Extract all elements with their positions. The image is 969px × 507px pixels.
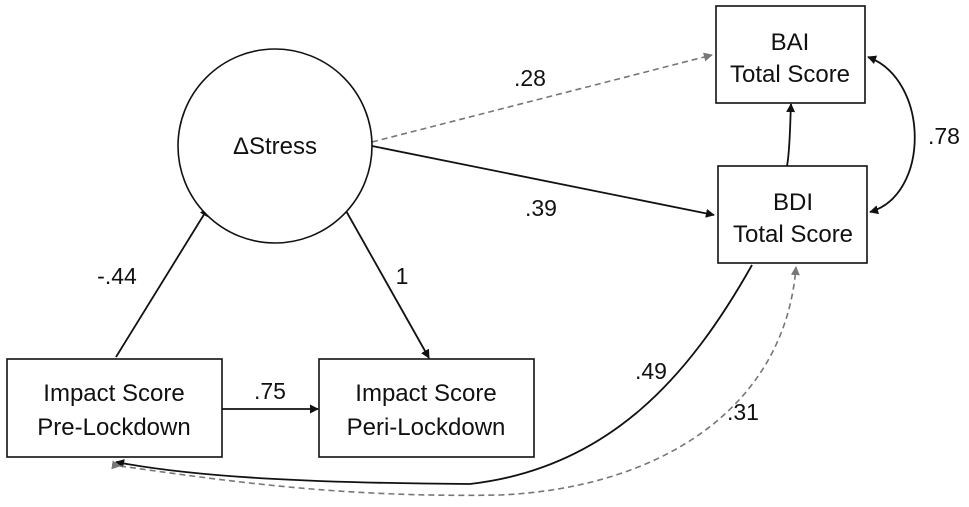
node-impact-pre: Impact Score Pre-Lockdown xyxy=(6,358,223,458)
edge-stress-to-bai xyxy=(371,52,713,143)
label-bai-bdi-covariance: .78 xyxy=(928,123,960,149)
node-stress-label: ΔStress xyxy=(233,133,317,160)
label-pre-to-peri: .75 xyxy=(254,378,286,404)
label-stress-to-bdi: .39 xyxy=(525,195,557,221)
node-bai-line2: Total Score xyxy=(730,61,850,88)
node-bdi-line1: BDI xyxy=(773,189,813,216)
node-bdi: BDI Total Score xyxy=(717,165,868,264)
node-impact-peri-line2: Peri-Lockdown xyxy=(347,414,506,441)
node-impact-pre-line2: Pre-Lockdown xyxy=(37,414,190,441)
node-impact-peri: Impact Score Peri-Lockdown xyxy=(318,358,535,458)
edge-stress-to-bdi xyxy=(371,145,715,218)
label-pre-to-stress: -.44 xyxy=(97,263,137,289)
node-bdi-line2: Total Score xyxy=(733,221,853,248)
label-stress-to-peri: 1 xyxy=(396,263,409,289)
node-impact-pre-line1: Impact Score xyxy=(43,380,184,407)
node-bai: BAI Total Score xyxy=(715,5,866,104)
node-impact-peri-line1: Impact Score xyxy=(355,380,496,407)
node-stress: ΔStress xyxy=(177,48,373,244)
edge-bdi-to-bai xyxy=(786,103,796,167)
node-bai-line1: BAI xyxy=(771,29,810,56)
edge-bai-bdi-covariance xyxy=(867,55,916,215)
label-stress-to-bai: .28 xyxy=(514,65,546,91)
label-bdi-to-pre: .49 xyxy=(635,358,667,384)
edge-pre-to-bdi xyxy=(111,266,800,497)
edge-stress-to-peri xyxy=(344,208,430,359)
label-pre-to-bdi: .31 xyxy=(727,399,759,425)
